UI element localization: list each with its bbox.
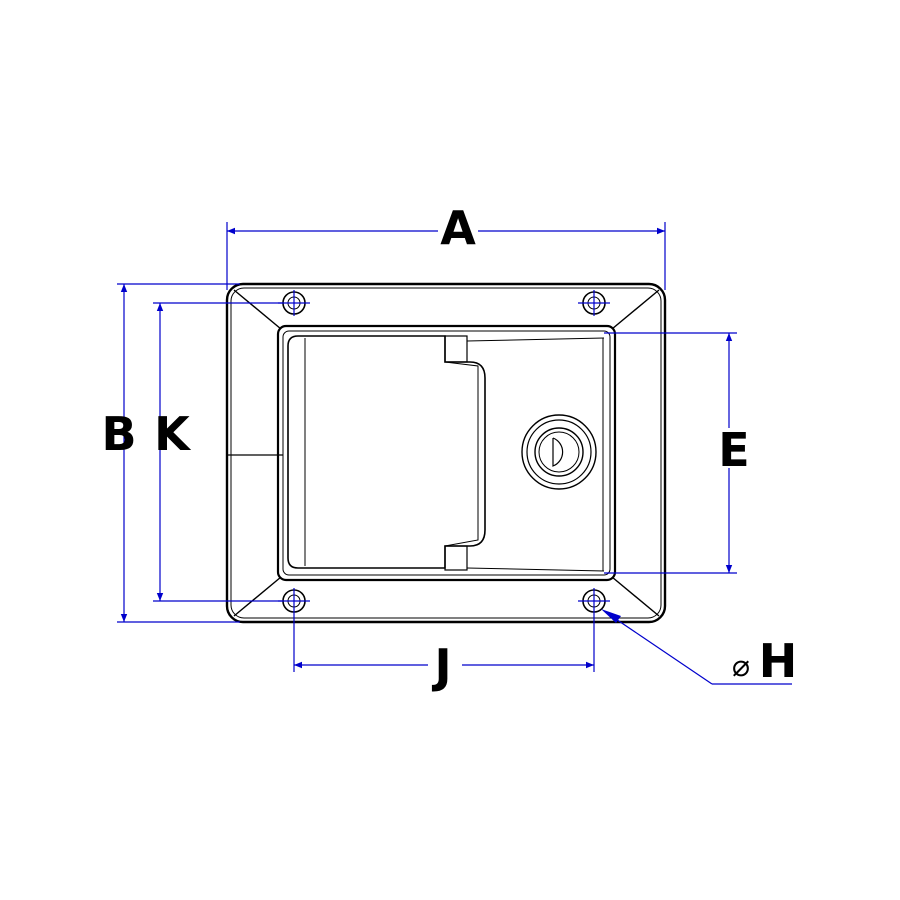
pocket-bottom-rail (466, 567, 605, 572)
label-a: A (440, 201, 476, 255)
dim-h-arrowhead (601, 609, 621, 623)
label-e: E (718, 423, 749, 477)
hinge-top (444, 335, 468, 363)
chamfer-tr (611, 289, 660, 330)
chamfer-bl (233, 576, 282, 617)
latch-body (225, 282, 667, 624)
label-a-bg (438, 206, 478, 246)
label-h: H (759, 634, 798, 688)
chamfer-tl (233, 289, 282, 330)
label-k: K (154, 407, 192, 461)
hinge-bottom (444, 545, 468, 571)
chamfer-br (611, 576, 660, 617)
outer-flange-inner-edge (230, 287, 662, 619)
inner-pocket-edge (282, 330, 611, 576)
pocket-top-rail (466, 337, 605, 342)
label-b: B (101, 407, 136, 461)
outer-flange (225, 282, 667, 624)
dim-h-leader (603, 610, 713, 685)
dimensions (117, 222, 792, 685)
label-j-bg (428, 648, 462, 684)
paddle-tab-line (444, 361, 479, 547)
label-j: J (431, 639, 451, 693)
lock-cylinder-icon (521, 414, 597, 490)
dimension-labels: A B K E J ⌀ H (101, 201, 797, 693)
label-e-bg (717, 428, 751, 468)
inner-pocket (276, 324, 617, 582)
label-diameter-symbol: ⌀ (732, 649, 750, 684)
paddle-handle (287, 335, 486, 569)
